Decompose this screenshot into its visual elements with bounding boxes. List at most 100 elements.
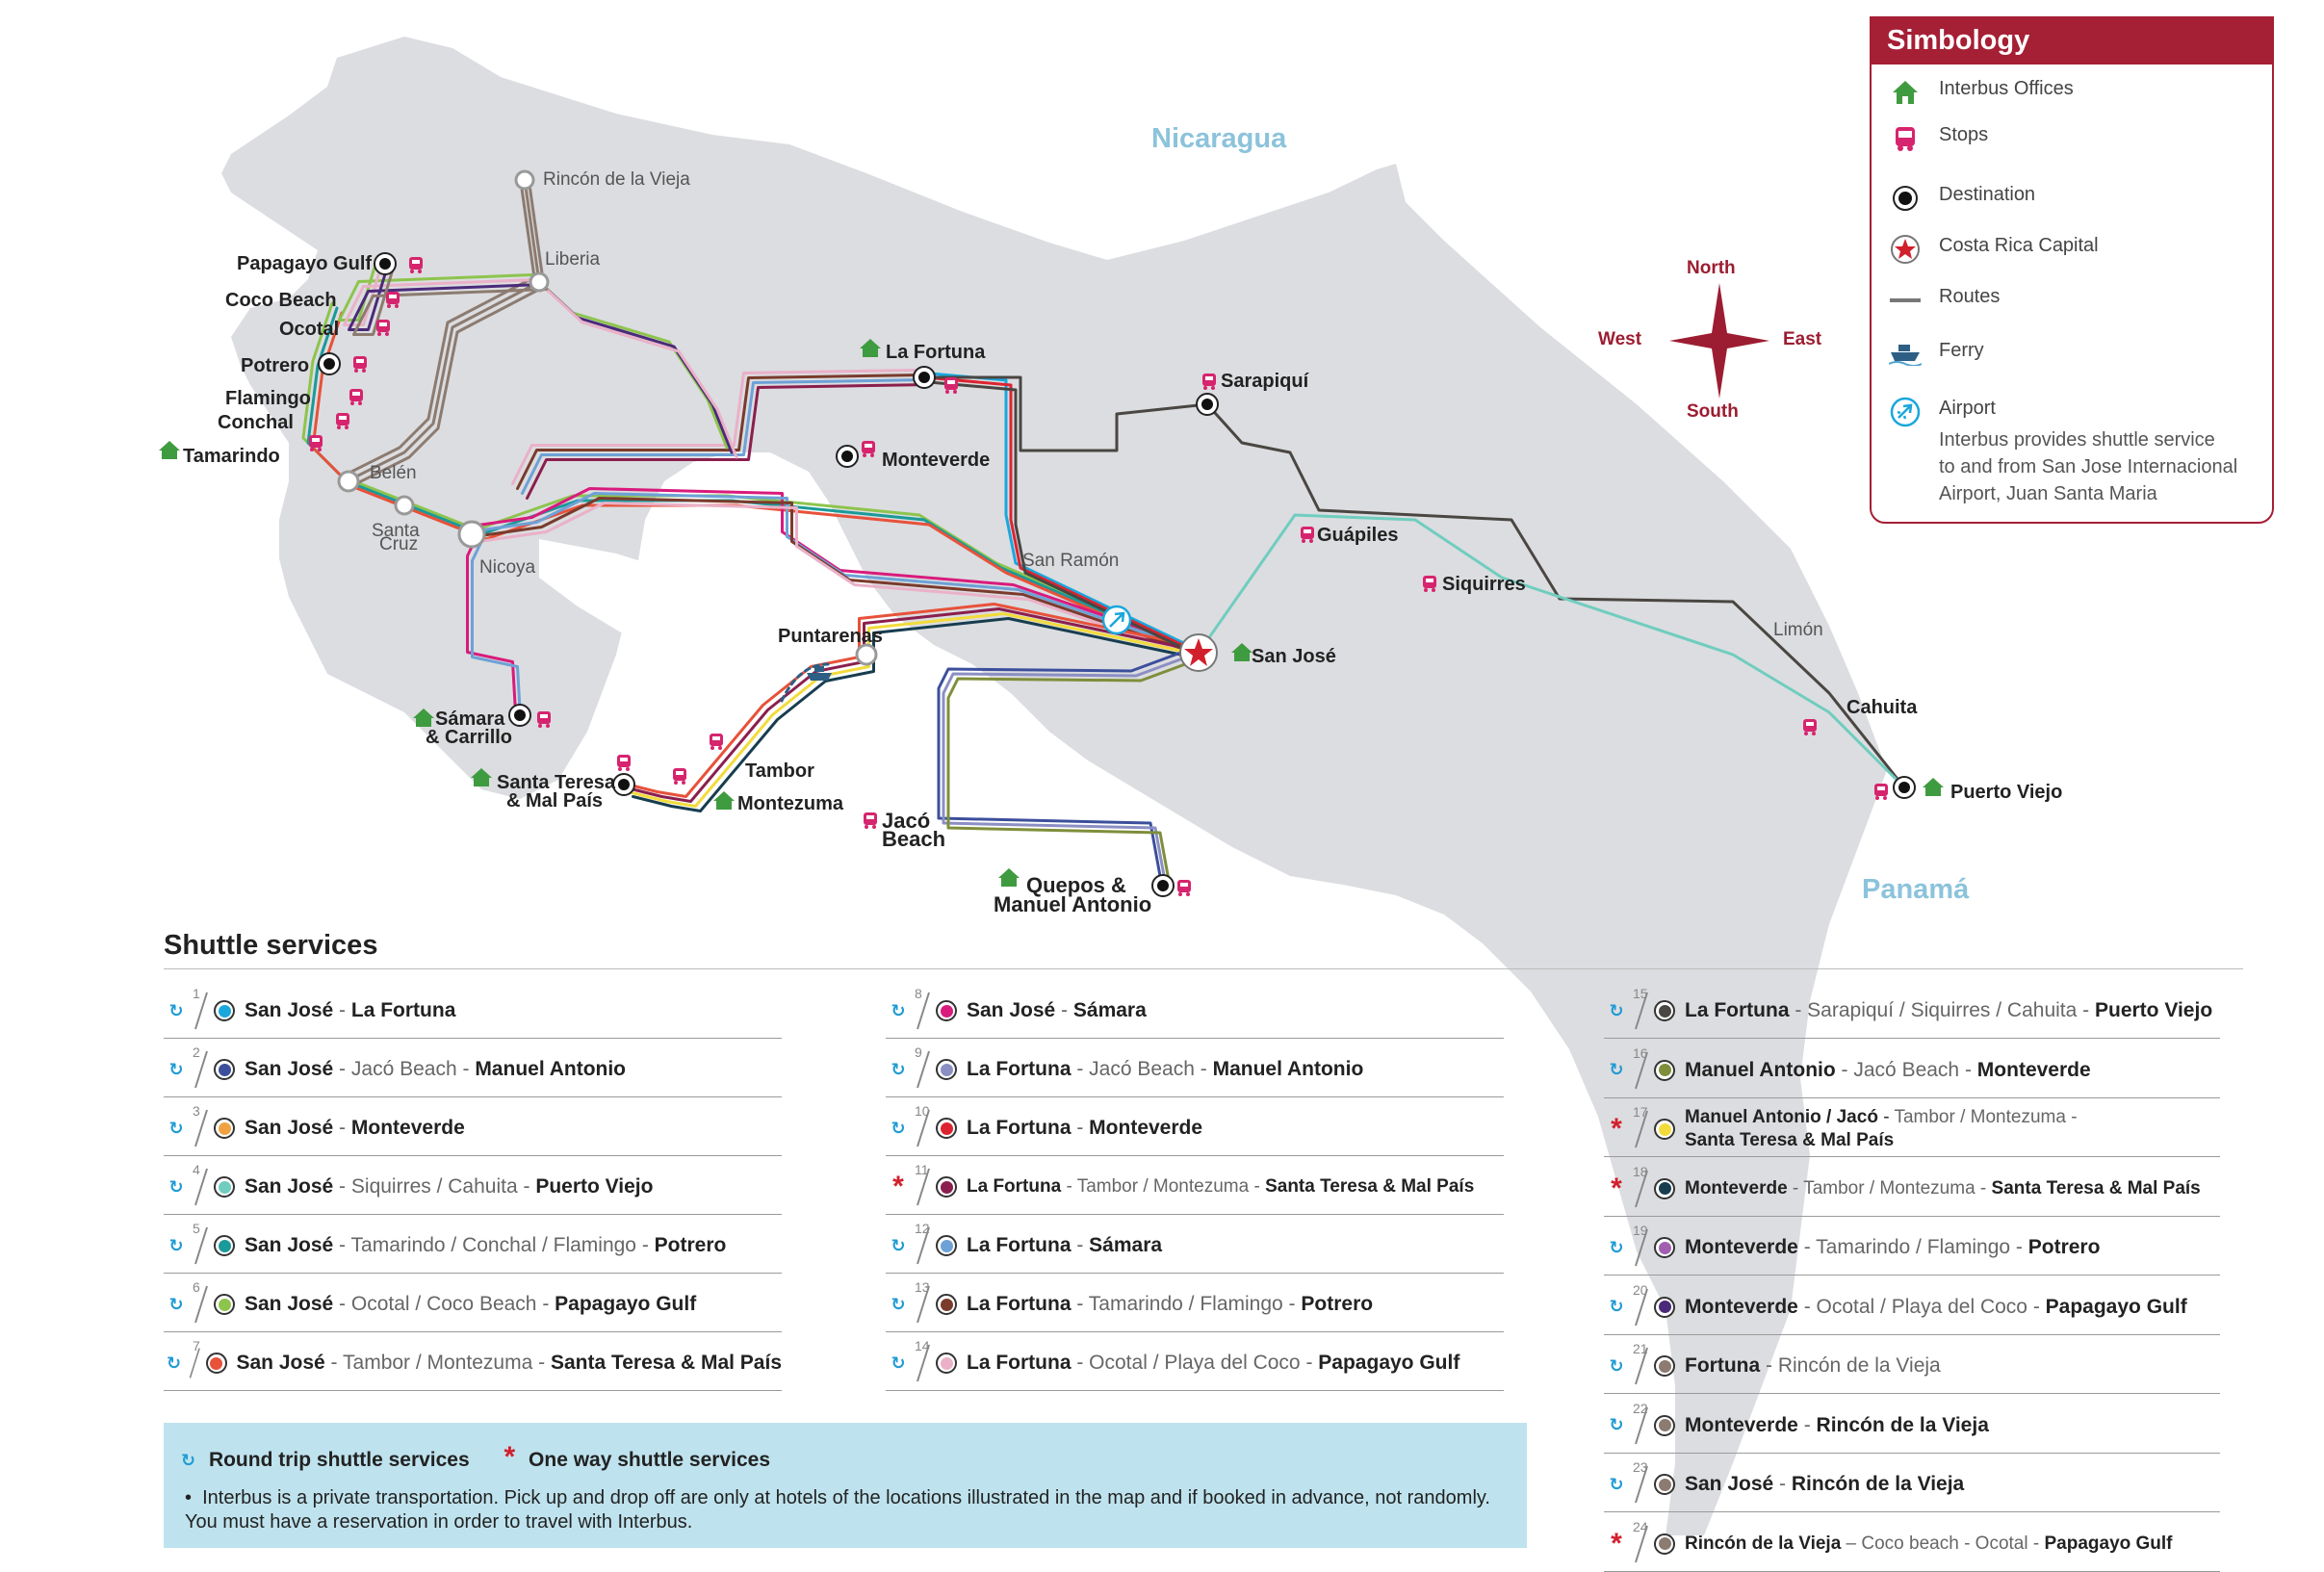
round-trip-icon: ↻ [891,1059,906,1079]
bus-stop-icon [1202,374,1216,390]
route-line [463,487,1193,647]
office-house-icon [713,791,735,810]
round-trip-icon: ↻ [1609,1000,1624,1020]
service-divider-icon [1635,1347,1648,1385]
compass-rose-icon [1669,283,1769,399]
junction-icon [457,520,486,549]
capital-star-icon [1179,633,1218,672]
country-label-panama: Panamá [1862,874,1970,905]
place-cahuita: Cahuita [1846,697,1918,718]
junction-icon [337,470,360,493]
route-line [468,492,1198,652]
place-santa-teresa-line1: Santa Teresa [497,772,616,793]
office-house-icon [1231,643,1252,661]
route-color-fill [1658,1537,1671,1550]
service-divider-icon [1635,992,1648,1030]
route-offset-group [511,369,918,485]
route-origin: San José [245,1293,334,1315]
service-number: 24 [1633,1518,1648,1534]
route-line [1197,513,1906,789]
place-ocotal: Ocotal [279,319,340,340]
round-trip-icon: ↻ [891,1235,906,1255]
office-house-icon [998,868,1020,887]
place-samara-line2: & Carrillo [426,727,513,748]
route-offset-group [927,380,1205,659]
bus-stop-icon [673,768,686,785]
route-color-fill [1658,1301,1671,1313]
route-destination: Papagayo Gulf [2044,1533,2173,1554]
route-offset-group [521,378,928,495]
shuttle-title-rule [164,968,2243,969]
round-trip-icon: ↻ [891,1118,906,1138]
service-number: 16 [1633,1044,1648,1061]
route-color-dot [214,1294,235,1315]
route-offset-group [922,375,1906,789]
route-color-dot [1654,1474,1675,1495]
route-via: Tamarindo / Flamingo [1816,1236,2011,1258]
trip-type-legend: ↻ Round trip shuttle services * One way … [181,1443,778,1472]
service-divider-icon [194,1109,208,1147]
junction-icon [855,643,878,666]
place-jaco-line2: Beach [882,827,946,851]
bus-stop-icon [1889,124,1922,153]
bus-stop-icon [1301,527,1314,543]
junction-icon [394,495,415,516]
service-number: 13 [915,1279,930,1295]
route-offset-group [922,375,1201,655]
round-trip-icon: ↻ [1609,1355,1624,1376]
route-color-dot [1654,1000,1675,1021]
round-trip-icon: ↻ [1609,1060,1624,1079]
place-montezuma: Montezuma [737,793,843,814]
route-destination: Santa Teresa & Mal País [1991,1177,2201,1198]
ferry-route-line [780,662,830,703]
legend-routes: Routes [1889,286,2000,315]
service-divider-icon [1635,1465,1648,1504]
service-divider-icon [1635,1228,1648,1267]
service-route: La Fortuna - Sámara [967,1234,1163,1256]
service-number: 12 [915,1221,930,1236]
route-color-dot [205,1353,227,1374]
route-offset-group [937,646,1196,878]
compass-north-label: North [1687,258,1736,278]
service-route: Monteverde - Ocotal / Playa del Coco - P… [1685,1295,2187,1318]
round-trip-icon: ↻ [168,1118,184,1138]
bus-stop-icon [864,812,877,829]
airport-note-line: Airport, Juan Santa Maria [1939,483,2157,504]
route-color-dot [1654,1296,1675,1318]
legend-stops: Stops [1889,124,1988,153]
route-offset-group [617,603,1193,798]
legend-label: Costa Rica Capital [1939,235,2099,256]
place-papagayo-gulf: Papagayo Gulf [237,253,373,274]
route-via: Tambor / Montezuma - [1894,1107,2078,1127]
service-route: San José - Sámara [967,999,1147,1021]
service-route: San José - Monteverde [245,1117,465,1139]
simbology-legend: Simbology Interbus Offices Stops Destina… [1870,16,2274,524]
route-line [348,265,543,331]
route-color-dot [1654,1119,1675,1140]
place-santa-cruz-line2: Cruz [379,534,419,554]
legend-destination: Destination [1889,184,2035,213]
route-line [516,374,923,490]
route-line [526,383,933,500]
service-number: 11 [915,1162,929,1177]
route-origin: Monteverde [1685,1177,1788,1198]
place-puerto-viejo: Puerto Viejo [1950,782,2063,803]
route-via: Jacó Beach [1089,1058,1195,1080]
bus-stop-icon [1803,719,1817,735]
route-color-fill [218,1239,231,1252]
info-note: • Interbus is a private transportation. … [185,1487,1490,1533]
one-way-icon: * [1611,1172,1622,1204]
service-number: 1 [193,986,200,1001]
route-origin: La Fortuna [967,1234,1072,1256]
service-divider-icon [1635,1170,1648,1207]
route-color-dot [1654,1059,1675,1081]
legend-label: Routes [1939,286,2001,307]
route-destination: Papagayo Gulf [555,1293,697,1315]
compass-west-label: West [1598,329,1642,349]
round-trip-icon: ↻ [1609,1415,1624,1434]
